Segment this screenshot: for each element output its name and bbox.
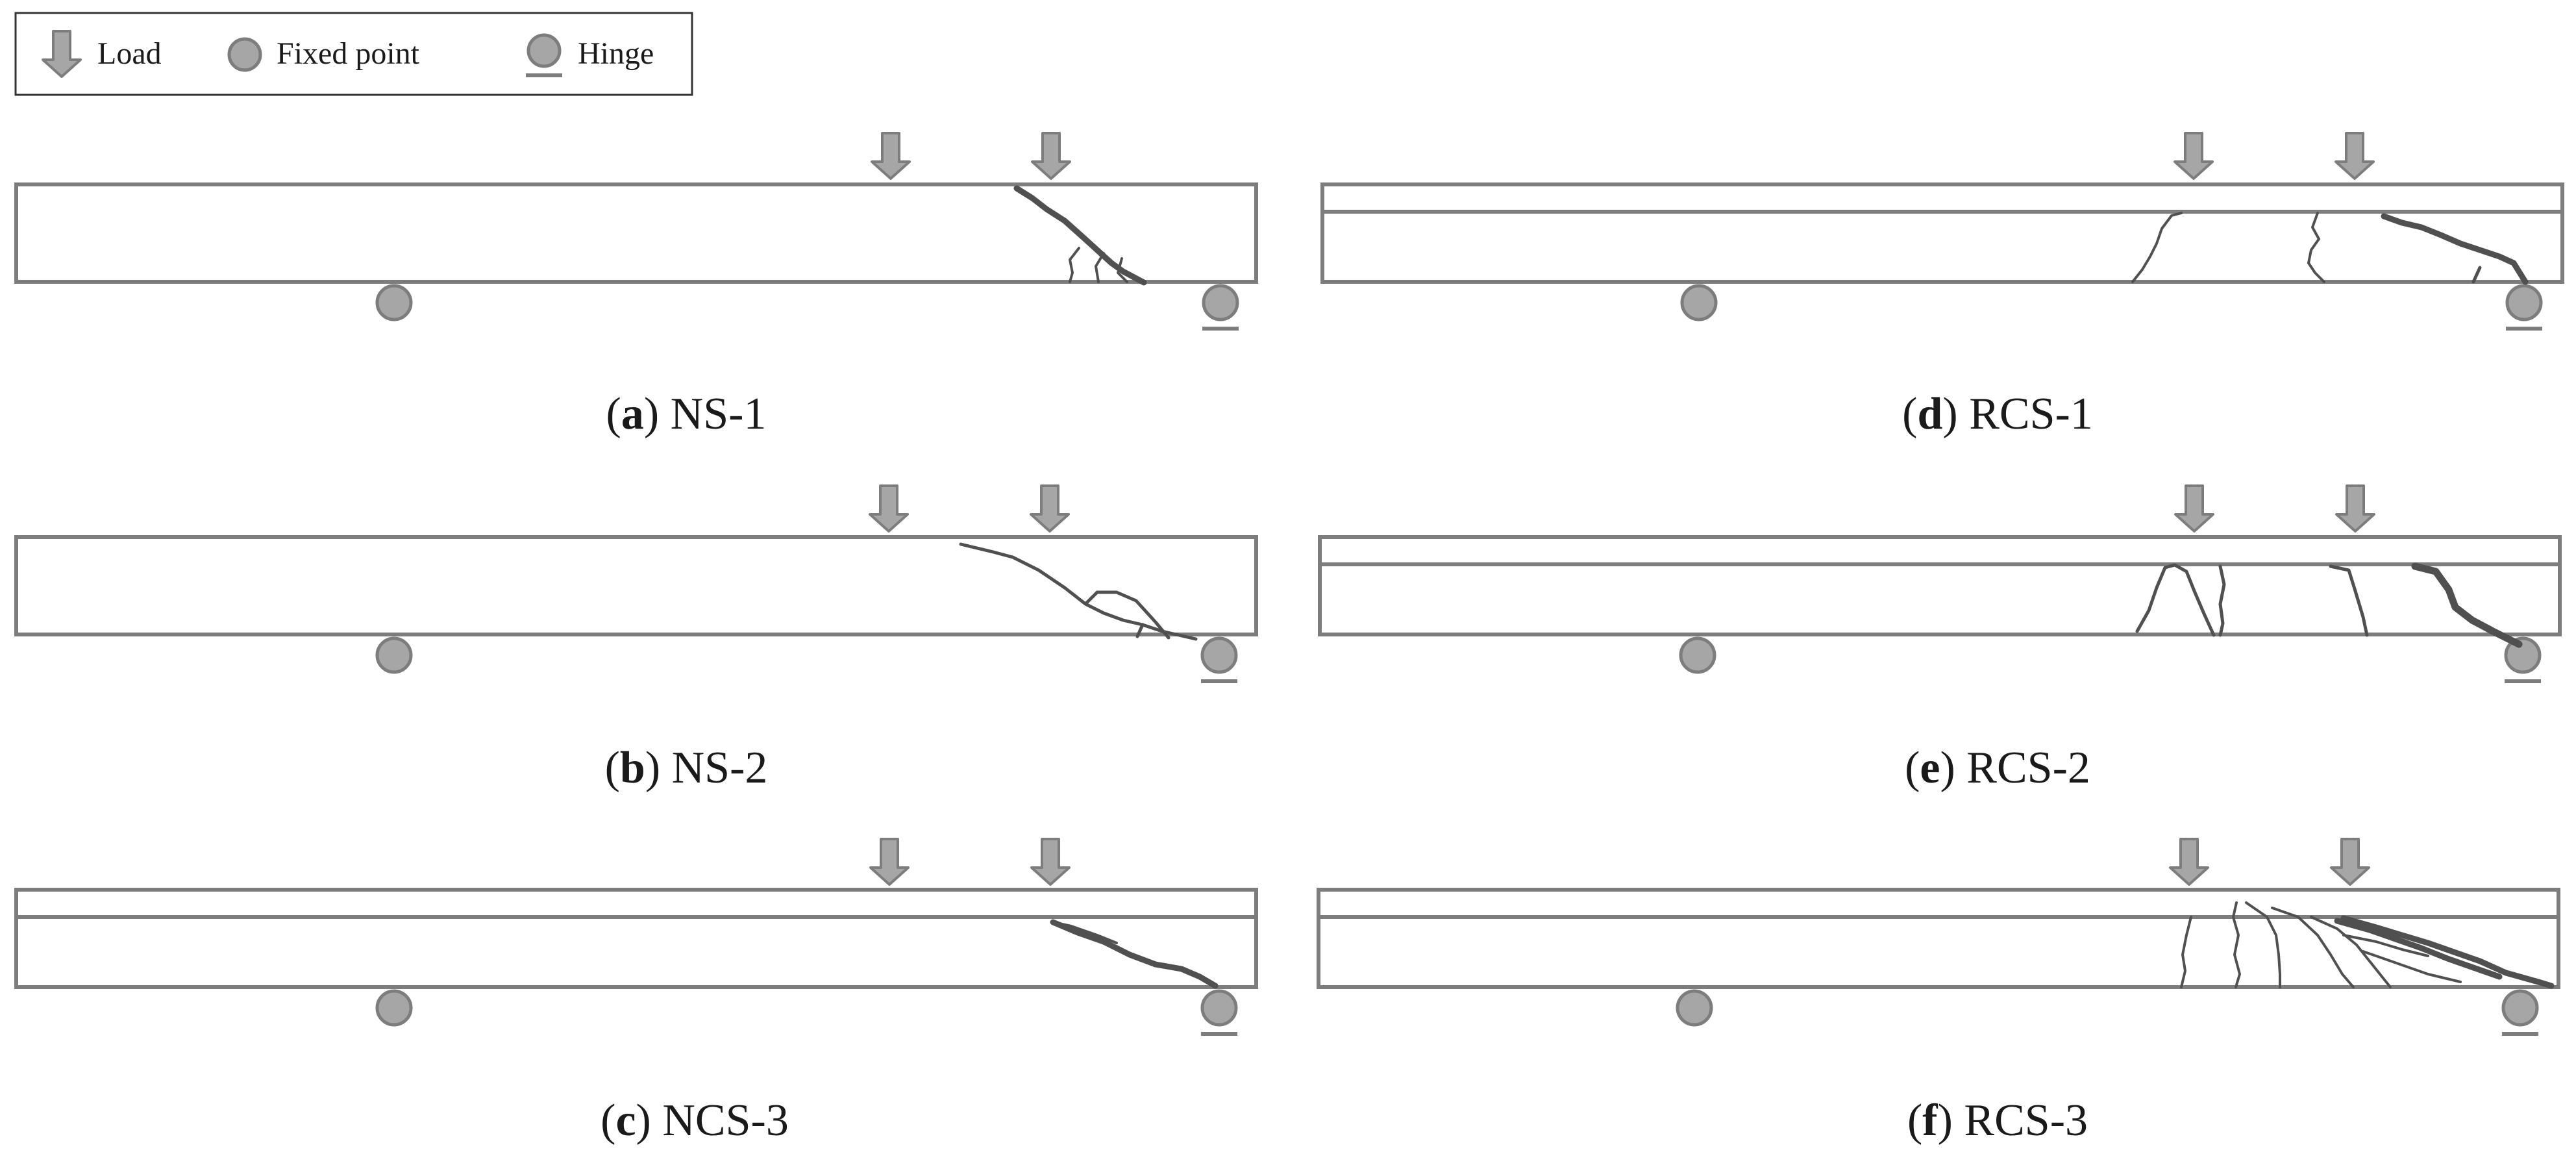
caption-a: (a) NS-1: [606, 389, 767, 439]
crack: [2180, 916, 2192, 988]
crack: [2271, 907, 2355, 988]
crack: [1095, 252, 1105, 283]
crack: [1135, 623, 1145, 638]
caption-c: (c) NCS-3: [601, 1096, 789, 1146]
hinge-support: [2501, 989, 2539, 1036]
crack: [2245, 901, 2281, 988]
load-arrow-icon: [1030, 484, 1070, 533]
panel-a: (a) NS-1: [14, 132, 1258, 439]
fixed-support: [1679, 636, 1716, 674]
crack: [959, 542, 1198, 641]
caption-e: (e) RCS-2: [1905, 743, 2090, 793]
beam: [14, 182, 1258, 284]
load-arrow-icon: [1031, 132, 1071, 180]
legend: Load Fixed point Hinge: [14, 12, 693, 96]
crack: [1052, 921, 1118, 944]
caption-specimen: NCS-3: [662, 1096, 788, 1146]
caption-b: (b) NS-2: [605, 743, 768, 793]
crack: [2342, 934, 2429, 957]
caption-letter: c: [615, 1096, 636, 1146]
crack: [1069, 247, 1080, 283]
hinge-support: [2504, 636, 2542, 683]
fixed-support: [1676, 989, 1713, 1027]
caption-specimen: NS-2: [672, 743, 768, 793]
hinge-support: [1200, 636, 1238, 683]
crack: [2411, 562, 2523, 648]
caption-letter: d: [1917, 389, 1942, 439]
caption-specimen: RCS-2: [1966, 743, 2090, 793]
beam: [1320, 182, 2564, 284]
hinge-support: [2505, 284, 2543, 331]
panel-e: (e) RCS-2: [1318, 484, 2562, 793]
crack: [2471, 266, 2482, 284]
crack: [2334, 918, 2503, 980]
caption-specimen: NS-1: [671, 389, 767, 439]
crack: [1117, 257, 1128, 283]
legend-fixed-label: Fixed point: [277, 36, 420, 71]
crack: [2329, 564, 2369, 637]
panel-c: (c) NCS-3: [14, 838, 1258, 1146]
hinge-support: [1202, 284, 1239, 331]
fixed-support: [375, 989, 413, 1027]
legend-box: [14, 12, 693, 96]
fixed-point-icon: [227, 37, 262, 72]
legend-hinge-label: Hinge: [578, 36, 654, 71]
panel-b: (b) NS-2: [14, 484, 1258, 793]
caption-d: (d) RCS-1: [1902, 389, 2093, 439]
caption-specimen: RCS-3: [1964, 1096, 2088, 1146]
crack: [2362, 950, 2462, 983]
caption-letter: b: [620, 743, 645, 793]
crack: [2218, 564, 2226, 637]
beam: [1317, 888, 2560, 989]
crack: [1050, 919, 1219, 989]
crack: [2340, 915, 2555, 989]
fixed-support: [1680, 284, 1718, 321]
caption-letter: a: [621, 389, 644, 439]
load-arrow-icon: [2169, 838, 2209, 886]
load-arrow-icon: [42, 30, 82, 78]
crack: [2310, 916, 2392, 988]
beam: [14, 888, 1258, 989]
load-arrow-icon: [2334, 132, 2375, 180]
panel-f: (f) RCS-3: [1317, 838, 2560, 1146]
load-arrow-icon: [2330, 838, 2370, 886]
beam: [1318, 535, 2562, 636]
beam: [14, 535, 1258, 636]
crack: [2131, 212, 2183, 283]
load-arrow-icon: [869, 838, 910, 886]
caption-f: (f) RCS-3: [1907, 1096, 2088, 1146]
crack: [2135, 563, 2216, 637]
load-arrow-icon: [871, 132, 911, 180]
caption-letter: e: [1920, 743, 1940, 793]
caption-letter: f: [1922, 1096, 1938, 1146]
crack: [1084, 590, 1170, 640]
hinge-support: [1200, 989, 1238, 1036]
hinge-icon: [526, 33, 562, 77]
load-arrow-icon: [2335, 484, 2375, 533]
crack: [2381, 213, 2529, 285]
load-arrow-icon: [2174, 484, 2214, 533]
crack: [2307, 212, 2325, 283]
load-arrow-icon: [869, 484, 909, 533]
load-arrow-icon: [2174, 132, 2214, 180]
crack: [1013, 185, 1147, 286]
panel-d: (d) RCS-1: [1320, 132, 2564, 439]
load-arrow-icon: [1030, 838, 1071, 886]
legend-load-label: Load: [97, 36, 162, 71]
caption-specimen: RCS-1: [1969, 389, 2093, 439]
crack: [2232, 901, 2241, 988]
fixed-support: [375, 636, 413, 674]
fixed-support: [375, 284, 413, 321]
